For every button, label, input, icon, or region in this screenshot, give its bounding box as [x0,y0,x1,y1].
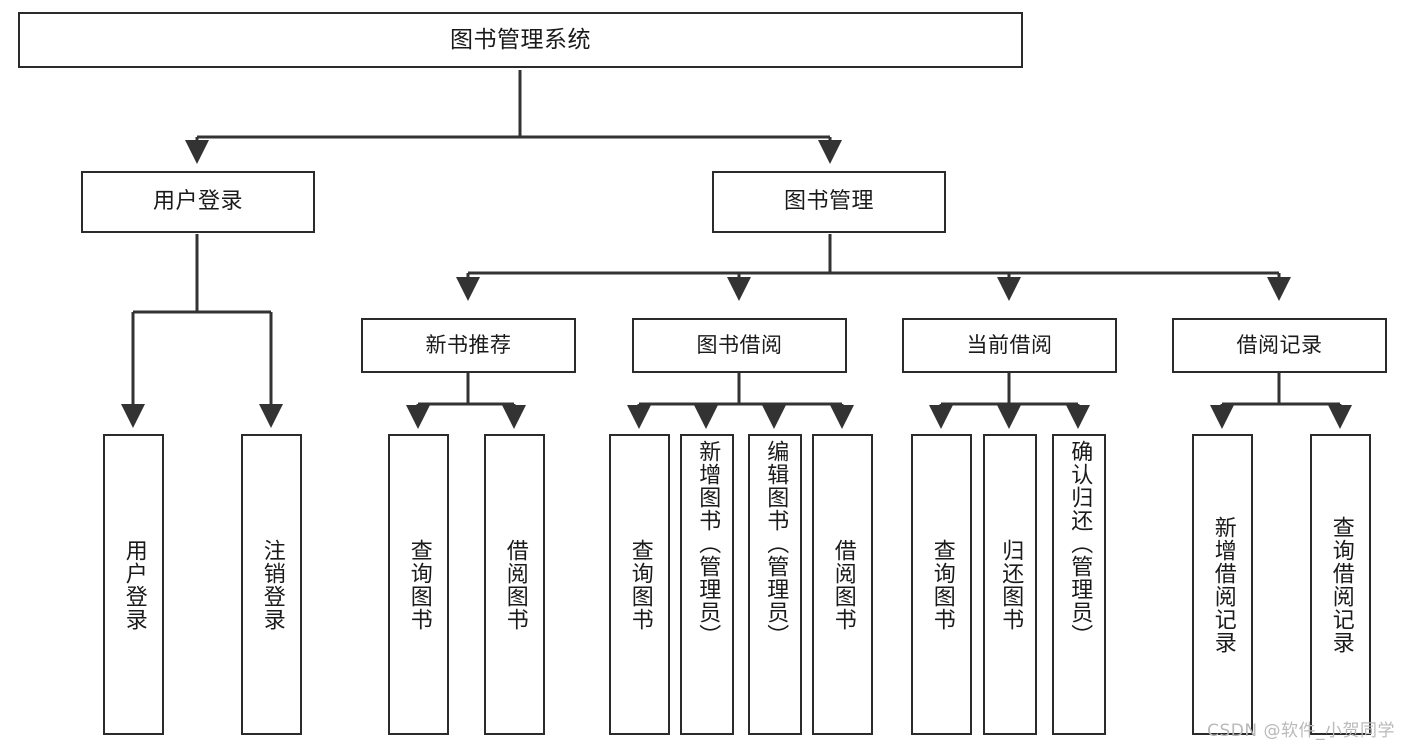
node-label: 查询借阅记录 [1328,515,1354,654]
leaf-user-login-signout[interactable]: 注销登录 [241,434,302,735]
node-label: 编辑图书（管理员） [763,440,789,647]
leaf-record-add-record[interactable]: 新增借阅记录 [1192,434,1253,735]
node-label: 新书推荐 [425,333,512,358]
node-new-book-recommend[interactable]: 新书推荐 [361,318,576,373]
node-label: 当前借阅 [966,333,1053,358]
leaf-record-query-record[interactable]: 查询借阅记录 [1310,434,1371,735]
leaf-current-return-book[interactable]: 归还图书 [983,434,1037,735]
leaf-current-query-book[interactable]: 查询图书 [911,434,972,735]
node-user-login[interactable]: 用户登录 [81,171,315,233]
node-label: 查询图书 [406,538,432,631]
node-book-borrow[interactable]: 图书借阅 [632,318,847,373]
node-current-borrow[interactable]: 当前借阅 [902,318,1117,373]
leaf-recommend-query-book[interactable]: 查询图书 [388,434,449,735]
node-label: 图书借阅 [696,333,783,358]
leaf-current-confirm-return-admin[interactable]: 确认归还（管理员） [1052,434,1106,735]
leaf-borrow-borrow-book[interactable]: 借阅图书 [812,434,873,735]
leaf-borrow-add-book-admin[interactable]: 新增图书（管理员） [680,434,734,735]
node-borrow-record[interactable]: 借阅记录 [1172,318,1387,373]
node-label: 借阅图书 [830,538,856,631]
leaf-borrow-edit-book-admin[interactable]: 编辑图书（管理员） [748,434,802,735]
node-label: 用户登录 [121,538,147,631]
node-label: 图书管理 [783,189,874,215]
node-label: 归还图书 [998,538,1024,631]
node-label: 新增借阅记录 [1210,515,1236,654]
node-label: 借阅记录 [1236,333,1323,358]
node-label: 借阅图书 [502,538,528,631]
node-book-management[interactable]: 图书管理 [712,171,946,233]
leaf-borrow-query-book[interactable]: 查询图书 [609,434,670,735]
node-label: 确认归还（管理员） [1067,440,1093,647]
node-root-system[interactable]: 图书管理系统 [18,12,1023,68]
leaf-recommend-borrow-book[interactable]: 借阅图书 [484,434,545,735]
node-label: 新增图书（管理员） [695,440,721,647]
watermark-text: CSDN @软件_小贺同学 [1207,721,1395,741]
leaf-user-login-signin[interactable]: 用户登录 [103,434,164,735]
node-label: 注销登录 [259,538,285,631]
node-label: 图书管理系统 [450,26,591,53]
node-label: 查询图书 [627,538,653,631]
node-label: 用户登录 [152,189,243,215]
node-label: 查询图书 [929,538,955,631]
